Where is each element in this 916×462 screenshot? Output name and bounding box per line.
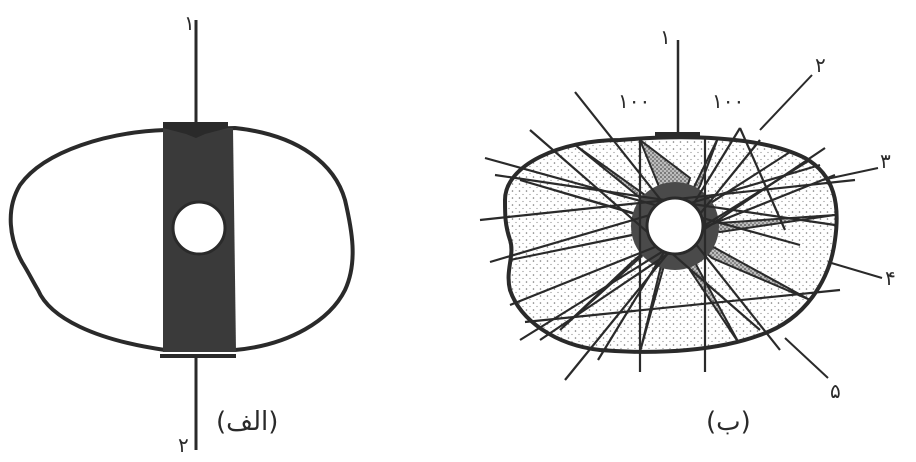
leader-2 bbox=[760, 75, 812, 130]
leader-3 bbox=[822, 168, 878, 180]
central-hole-b bbox=[647, 198, 703, 254]
annotation-right-b: ۱۰۰ bbox=[712, 89, 744, 113]
label-3-b: ۳ bbox=[880, 149, 891, 173]
panel-a: ۱ ۲ (الف) bbox=[11, 11, 353, 457]
leader-4 bbox=[828, 262, 882, 278]
label-top-a: ۱ bbox=[184, 11, 195, 35]
annotation-left-b: ۱۰۰ bbox=[618, 89, 650, 113]
caption-a: (الف) bbox=[216, 407, 278, 437]
central-hole-a bbox=[173, 202, 225, 254]
panel-b: ۱ ۲ ۳ ۴ ۵ ۱۰۰ ۱۰۰ (ب) bbox=[480, 25, 896, 437]
label-1-b: ۱ bbox=[660, 25, 671, 49]
label-4-b: ۴ bbox=[885, 266, 896, 290]
label-2-b: ۲ bbox=[815, 53, 826, 77]
label-bottom-a: ۲ bbox=[178, 433, 189, 457]
label-5-b: ۵ bbox=[830, 379, 841, 403]
leader-5 bbox=[785, 338, 828, 378]
caption-b: (ب) bbox=[706, 407, 751, 437]
